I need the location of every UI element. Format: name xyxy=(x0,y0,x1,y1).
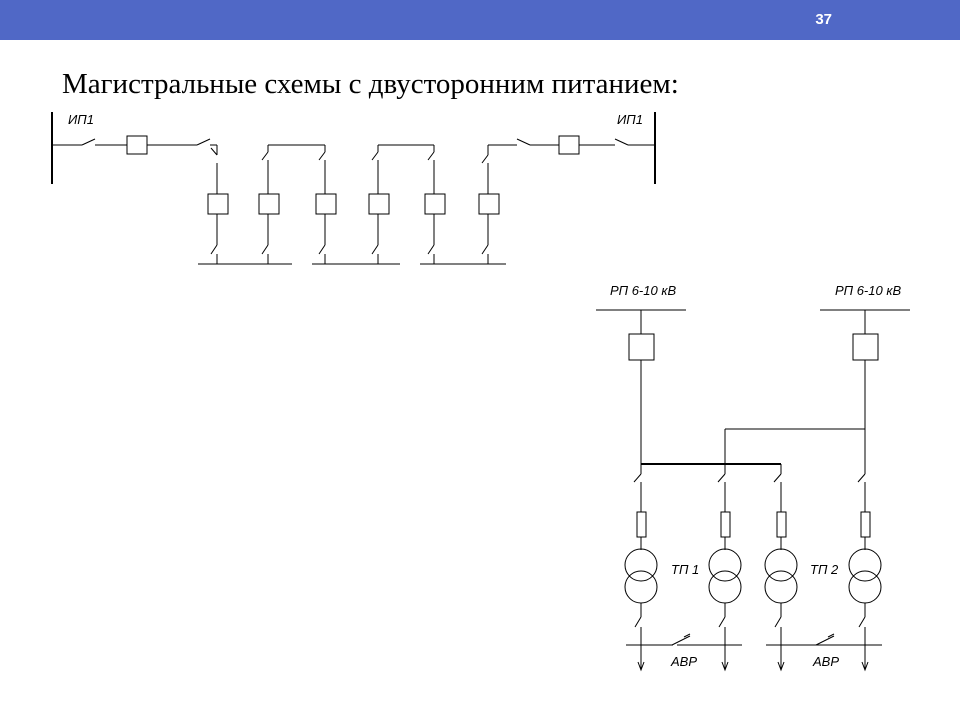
transformer-winding xyxy=(764,548,798,582)
transformer-winding xyxy=(848,570,882,604)
slide-title: Магистральные схемы с двусторонним питан… xyxy=(62,68,679,100)
transformer-winding xyxy=(708,548,742,582)
cell-breaker xyxy=(258,193,280,215)
cell-breaker xyxy=(315,193,337,215)
tp1-label: ТП 1 xyxy=(671,562,699,577)
transformer-winding xyxy=(848,548,882,582)
feeder-left xyxy=(52,135,218,155)
breaker-left xyxy=(126,135,148,155)
ring-cells xyxy=(207,145,500,264)
transformer-winding xyxy=(624,548,658,582)
transformer-winding xyxy=(708,570,742,604)
fuse xyxy=(636,511,647,538)
cell-breaker xyxy=(368,193,390,215)
cell-breaker xyxy=(207,193,229,215)
breaker-right xyxy=(558,135,580,155)
tp2-label: ТП 2 xyxy=(810,562,839,577)
cell-breaker xyxy=(424,193,446,215)
rp-breaker-left xyxy=(628,333,655,361)
cell-breaker xyxy=(478,193,500,215)
rp-label-left: РП 6-10 кВ xyxy=(610,283,676,298)
avr-label-right: АВР xyxy=(812,654,839,669)
slide-number: 37 xyxy=(815,11,832,28)
header-bar: 37 xyxy=(0,0,960,40)
source-label-left: ИП1 xyxy=(68,112,94,127)
fuse xyxy=(860,511,871,538)
avr-switch-left xyxy=(671,633,691,647)
transformer-branches xyxy=(624,464,882,672)
bottom-substation-diagram: РП 6-10 кВ РП 6-10 кВ xyxy=(596,283,910,672)
top-ring-diagram: ИП1 ИП1 xyxy=(51,112,656,265)
transformer-winding xyxy=(764,570,798,604)
rp-label-right: РП 6-10 кВ xyxy=(835,283,901,298)
avr-label-left: АВР xyxy=(670,654,697,669)
transformer-winding xyxy=(624,570,658,604)
feeder-right xyxy=(487,135,655,155)
source-label-right: ИП1 xyxy=(617,112,643,127)
avr-switch-right xyxy=(815,633,835,646)
rp-breaker-right xyxy=(852,333,879,361)
fuse xyxy=(720,511,731,538)
fuse xyxy=(776,511,787,538)
